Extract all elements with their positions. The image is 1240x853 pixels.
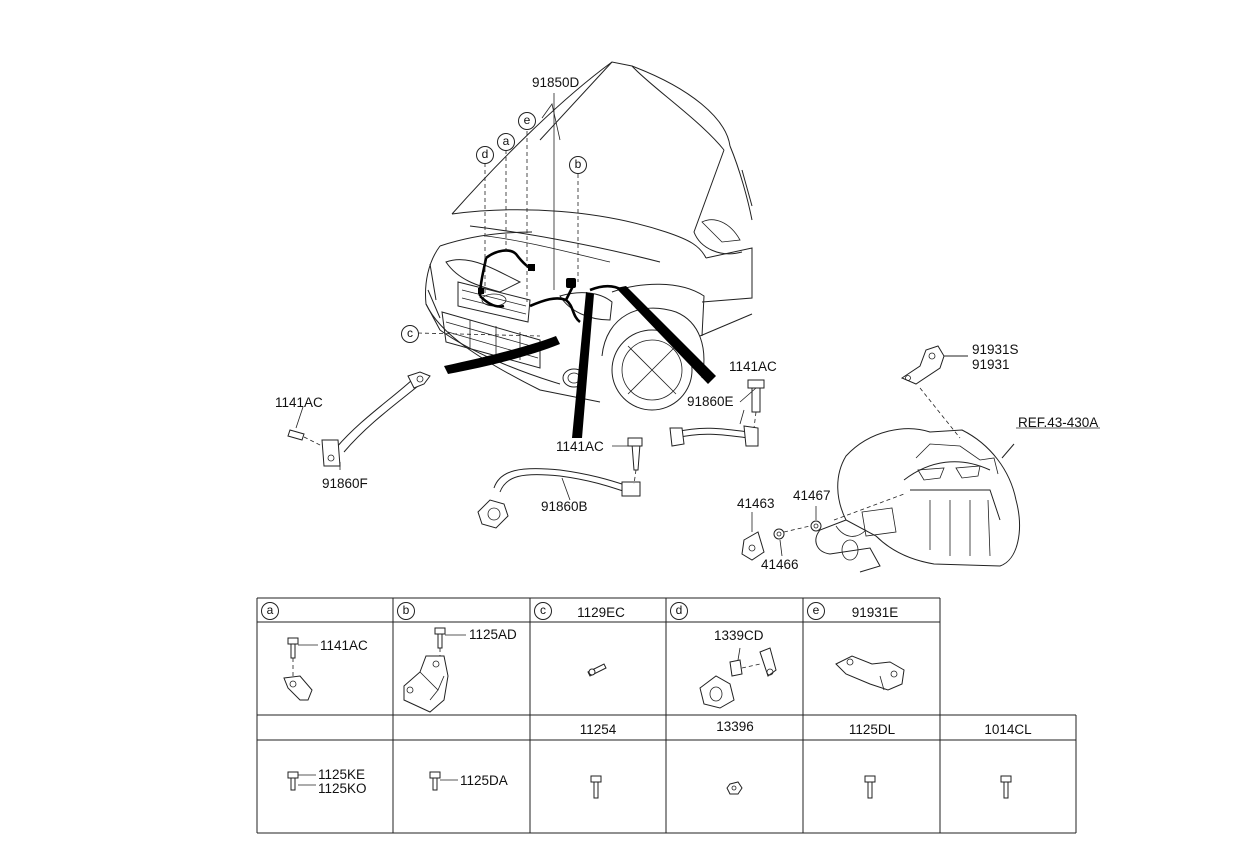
label-bracket-91931S: 91931S — [972, 342, 1019, 357]
label-41463: 41463 — [737, 496, 775, 511]
table-header-13396: 13396 — [716, 719, 754, 734]
row2-bolts-drawing — [287, 771, 1012, 799]
table-callout-b: b — [397, 602, 415, 620]
callout-d: d — [476, 146, 494, 164]
cell-b-drawing — [403, 627, 466, 713]
table-header-1129EC: 1129EC — [577, 605, 625, 620]
table-part-1125KE: 1125KE — [318, 767, 366, 782]
ground-cable-91860F-drawing — [287, 371, 431, 467]
clip-parts-drawing — [741, 506, 822, 561]
label-bolt-left: 1141AC — [275, 395, 323, 410]
ground-cable-91860E-drawing — [669, 379, 765, 447]
label-cable-right: 91860E — [687, 394, 734, 409]
table-callout-d: d — [670, 602, 688, 620]
label-ref: REF.43-430A — [1018, 415, 1099, 430]
cell-d-drawing — [699, 647, 777, 709]
label-bolt-right: 1141AC — [729, 359, 777, 374]
transmission-drawing — [815, 387, 1020, 573]
callout-b: b — [569, 156, 587, 174]
table-callout-a: a — [261, 602, 279, 620]
table-header-91931E: 91931E — [851, 605, 899, 620]
table-header-1014CL: 1014CL — [984, 722, 1032, 737]
callout-e: e — [518, 112, 536, 130]
table-callout-e: e — [807, 602, 825, 620]
cell-e-drawing — [835, 655, 905, 691]
cell-a-drawing — [283, 637, 318, 701]
table-part-1125KO: 1125KO — [318, 781, 367, 796]
label-cable-left: 91860F — [322, 476, 368, 491]
label-bolt-mid: 1141AC — [556, 439, 604, 454]
vehicle-front-drawing — [417, 61, 753, 438]
cell-c-drawing — [587, 663, 607, 677]
label-41467: 41467 — [793, 488, 831, 503]
bracket-91931-drawing — [900, 345, 968, 385]
callout-a: a — [497, 133, 515, 151]
table-part-1125DA: 1125DA — [460, 773, 508, 788]
label-main-harness: 91850D — [532, 75, 580, 90]
table-header-1125DL: 1125DL — [848, 722, 896, 737]
parts-table-grid — [256, 597, 1077, 834]
table-part-1125AD: 1125AD — [469, 627, 517, 642]
table-part-1339CD: 1339CD — [714, 628, 764, 643]
label-cable-mid: 91860B — [541, 499, 588, 514]
label-bracket-91931: 91931 — [972, 357, 1010, 372]
table-part-1141AC: 1141AC — [320, 638, 368, 653]
table-header-11254: 11254 — [579, 722, 617, 737]
table-callout-c: c — [534, 602, 552, 620]
label-41466: 41466 — [761, 557, 799, 572]
callout-c: c — [401, 325, 419, 343]
ground-cable-91860B-drawing — [477, 437, 643, 529]
